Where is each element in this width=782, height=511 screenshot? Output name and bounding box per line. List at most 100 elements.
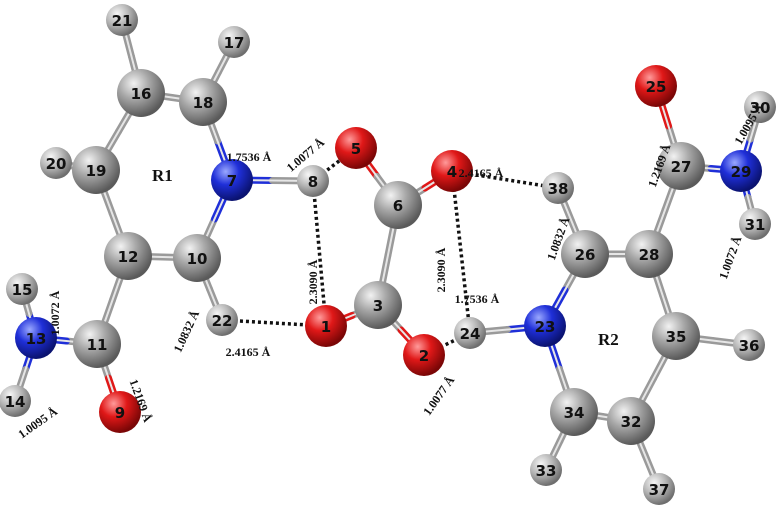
atom-24: 24 [454,317,486,349]
atom-sphere [117,69,165,117]
atom-sphere [720,150,762,192]
atom-31: 31 [739,208,771,240]
atom-label: 12 [118,248,139,266]
atom-sphere [335,127,377,169]
atom-label: 15 [12,281,33,299]
atom-25: 25 [635,65,677,107]
atom-10: 10 [173,234,221,282]
atom-label: 11 [87,336,108,354]
atom-label: 3 [373,297,383,315]
ring-label-r1: R1 [152,166,173,185]
atom-sphere [218,26,250,58]
atom-sphere [454,317,486,349]
atom-sphere [104,232,152,280]
atom-6: 6 [374,181,422,229]
atom-sphere [607,397,655,445]
atom-26: 26 [561,230,609,278]
atom-19: 19 [72,146,120,194]
atom-label: 23 [535,318,556,336]
atom-sphere [635,65,677,107]
distance-label: 1.0072 Å [716,234,745,281]
atom-4: 4 [431,150,473,192]
atom-label: 31 [745,216,766,234]
atom-label: 35 [666,328,687,346]
distance-label: 1.0077 Å [420,373,457,418]
atom-20: 20 [40,147,72,179]
atom-sphere [99,391,141,433]
atom-sphere [657,142,705,190]
atom-sphere [40,147,72,179]
atom-sphere [530,454,562,486]
atom-27: 27 [657,142,705,190]
atom-3: 3 [354,281,402,329]
distance-label: 2.3090 Å [306,259,320,304]
atom-16: 16 [117,69,165,117]
atom-sphere [72,146,120,194]
atom-label: 37 [649,481,670,499]
atom-18: 18 [179,78,227,126]
distance-label: 1.0072 Å [48,290,62,335]
atom-sphere [73,320,121,368]
atom-sphere [106,4,138,36]
atom-12: 12 [104,232,152,280]
hbond-8-1 [311,180,328,327]
atom-label: 24 [460,325,481,343]
atom-sphere [542,172,574,204]
atom-2: 2 [403,334,445,376]
atom-label: 17 [224,34,245,52]
atom-label: 6 [393,197,403,215]
atom-sphere [206,304,238,336]
atom-label: 9 [115,404,125,422]
atom-sphere [354,281,402,329]
atom-label: 29 [731,163,752,181]
atom-label: 28 [639,246,660,264]
atom-33: 33 [530,454,562,486]
atom-sphere [739,208,771,240]
atom-label: 14 [5,393,26,411]
atom-sphere [431,150,473,192]
atom-17: 17 [218,26,250,58]
atom-label: 32 [621,413,642,431]
atom-label: 25 [646,78,667,96]
atom-sphere [297,165,329,197]
atom-sphere [744,91,776,123]
atom-34: 34 [550,388,598,436]
atom-label: 26 [575,246,596,264]
atom-label: 36 [739,337,760,355]
atom-23: 23 [524,305,566,347]
atom-32: 32 [607,397,655,445]
atom-label: 7 [227,172,237,190]
atom-label: 22 [212,312,233,330]
atom-sphere [211,159,253,201]
atom-13: 13 [15,317,57,359]
atom-label: 1 [321,318,331,336]
atom-15: 15 [6,273,38,305]
atom-1: 1 [305,305,347,347]
atom-28: 28 [625,230,673,278]
atom-8: 8 [297,165,329,197]
atom-label: 13 [26,330,47,348]
atom-38: 38 [542,172,574,204]
atom-sphere [561,230,609,278]
atom-label: 16 [131,85,152,103]
atom-sphere [6,273,38,305]
atom-label: 38 [548,180,569,198]
distance-label: 2.3090 Å [434,247,448,292]
atom-sphere [0,385,31,417]
atom-sphere [524,305,566,347]
distance-label: 1.0832 Å [171,308,203,355]
atom-29: 29 [720,150,762,192]
atom-30: 30 [744,91,776,123]
atom-37: 37 [643,473,675,505]
atom-sphere [374,181,422,229]
atom-label: 10 [187,250,208,268]
atom-9: 9 [99,391,141,433]
atom-label: 2 [419,347,429,365]
atom-35: 35 [652,312,700,360]
atom-sphere [550,388,598,436]
atom-label: 33 [536,462,557,480]
hbond-4-24 [450,170,472,334]
atom-22: 22 [206,304,238,336]
